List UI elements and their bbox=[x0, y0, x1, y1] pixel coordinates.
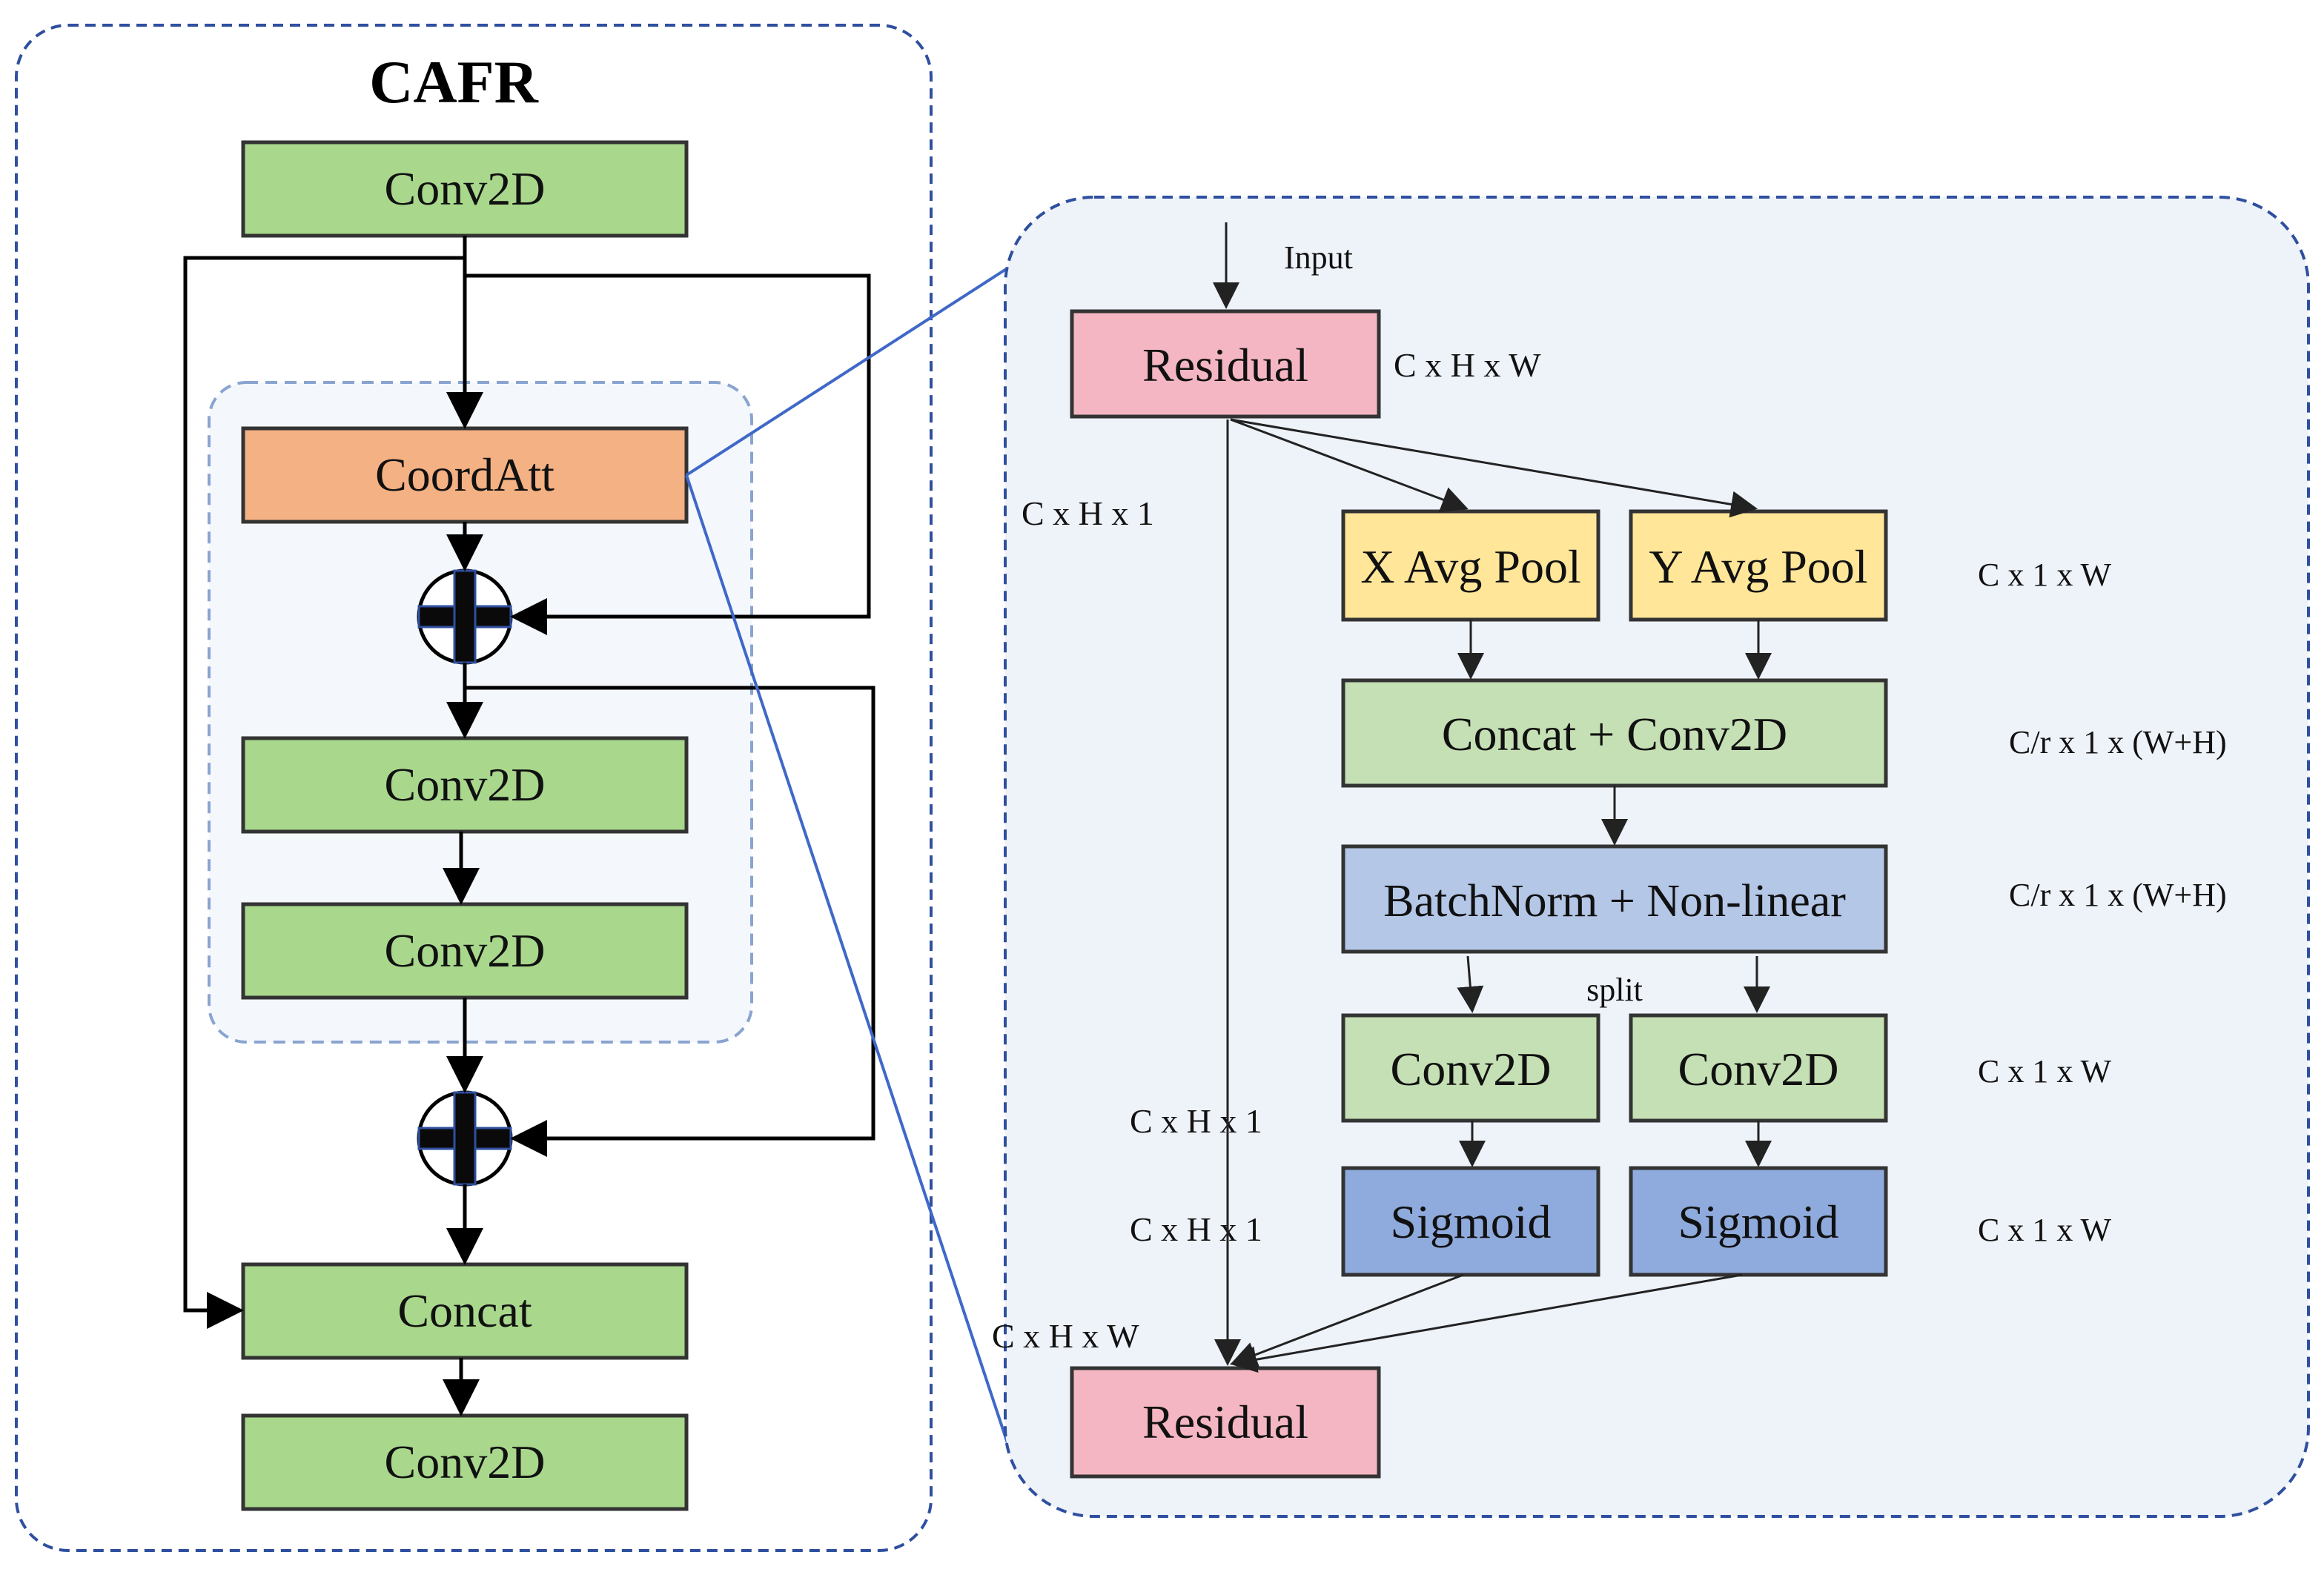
conv-left-box: Conv2D bbox=[1341, 1013, 1600, 1123]
conv-right-label: Conv2D bbox=[1678, 1043, 1839, 1095]
dim-sigmoid-right: C x 1 x W bbox=[1978, 1212, 2112, 1248]
zoom-line-bottom bbox=[685, 474, 1011, 1450]
residual-bottom-rect bbox=[1070, 1366, 1381, 1479]
coordatt-box: CoordAtt bbox=[241, 426, 689, 524]
conv2d-mid2-rect bbox=[241, 902, 689, 1000]
arrow-residual-to-xpool bbox=[1230, 418, 1469, 513]
dim-pool: C x 1 x W bbox=[1978, 557, 2112, 593]
conv-right-rect bbox=[1629, 1013, 1888, 1123]
x-avg-pool-box: X Avg Pool bbox=[1341, 509, 1600, 622]
residual-bottom-box: Residual bbox=[1070, 1366, 1381, 1479]
concat-conv-label: Concat + Conv2D bbox=[1442, 708, 1787, 760]
dim-left-side: C x H x 1 bbox=[1022, 494, 1154, 532]
conv2d-mid2-label: Conv2D bbox=[385, 924, 546, 977]
concat-conv-box: Concat + Conv2D bbox=[1341, 678, 1888, 788]
skip-to-add2 bbox=[465, 686, 875, 1157]
batchnorm-rect bbox=[1341, 844, 1888, 954]
sigmoid-right-rect bbox=[1629, 1166, 1888, 1277]
residual-top-rect bbox=[1070, 309, 1381, 419]
zoom-line-top bbox=[685, 265, 1011, 477]
sigmoid-right-box: Sigmoid bbox=[1629, 1166, 1888, 1277]
dim-residual-bottom: C x H x W bbox=[992, 1317, 1139, 1355]
conv2d-top-rect bbox=[241, 140, 689, 238]
y-avg-pool-box: Y Avg Pool bbox=[1629, 509, 1888, 622]
x-avg-pool-label: X Avg Pool bbox=[1360, 540, 1581, 593]
conv-right-box: Conv2D bbox=[1629, 1013, 1888, 1123]
input-label: Input bbox=[1284, 239, 1353, 276]
dim-conv-right: C x 1 x W bbox=[1978, 1053, 2112, 1090]
conv-left-rect bbox=[1341, 1013, 1600, 1123]
conv2d-top-label: Conv2D bbox=[385, 162, 546, 215]
dim-conv-left: C x H x 1 bbox=[1130, 1102, 1262, 1140]
dim-concat-conv: C/r x 1 x (W+H) bbox=[2009, 724, 2227, 760]
sigmoid-left-label: Sigmoid bbox=[1391, 1195, 1552, 1248]
batchnorm-label: BatchNorm + Non-linear bbox=[1383, 876, 1846, 926]
split-label: split bbox=[1586, 972, 1643, 1008]
residual-top-box: Residual bbox=[1070, 309, 1381, 419]
arrow-residual-to-ypool bbox=[1230, 418, 1758, 518]
conv2d-bottom-rect bbox=[241, 1413, 689, 1511]
add-node-2 bbox=[417, 1090, 513, 1187]
conv2d-mid1-rect bbox=[241, 736, 689, 834]
conv2d-mid1-label: Conv2D bbox=[385, 758, 546, 811]
conv2d-mid2-box: Conv2D bbox=[241, 902, 689, 1000]
arrow-sigmoid-left-to-residual bbox=[1230, 1273, 1464, 1367]
skip-to-add1 bbox=[465, 273, 871, 635]
sigmoid-left-box: Sigmoid bbox=[1341, 1166, 1600, 1277]
concat-box: Concat bbox=[241, 1262, 689, 1360]
plus-v-1 bbox=[453, 569, 477, 664]
batchnorm-box: BatchNorm + Non-linear bbox=[1341, 844, 1888, 954]
conv-left-label: Conv2D bbox=[1391, 1043, 1552, 1095]
add-node-1 bbox=[417, 568, 513, 665]
concat-rect bbox=[241, 1262, 689, 1360]
skip-to-concat bbox=[183, 256, 465, 1329]
y-avg-pool-label: Y Avg Pool bbox=[1649, 540, 1867, 593]
arrow-batchnorm-to-conv-left bbox=[1457, 955, 1484, 1013]
concat-label: Concat bbox=[397, 1284, 532, 1337]
concat-conv-rect bbox=[1341, 678, 1888, 788]
conv2d-top-box: Conv2D bbox=[241, 140, 689, 238]
conv2d-bottom-box: Conv2D bbox=[241, 1413, 689, 1511]
coordatt-label: CoordAtt bbox=[375, 448, 554, 501]
cafr-title: CAFR bbox=[369, 48, 539, 116]
conv2d-bottom-label: Conv2D bbox=[385, 1436, 546, 1488]
conv2d-mid1-box: Conv2D bbox=[241, 736, 689, 834]
residual-bottom-label: Residual bbox=[1142, 1396, 1308, 1448]
sigmoid-right-label: Sigmoid bbox=[1678, 1195, 1839, 1248]
dim-residual-top: C x H x W bbox=[1394, 346, 1541, 384]
dim-sigmoid-left: C x H x 1 bbox=[1130, 1210, 1262, 1248]
plus-v-2 bbox=[453, 1091, 477, 1186]
dim-batchnorm: C/r x 1 x (W+H) bbox=[2009, 877, 2227, 913]
sigmoid-left-rect bbox=[1341, 1166, 1600, 1277]
residual-top-label: Residual bbox=[1142, 339, 1308, 391]
arrow-sigmoid-right-to-residual bbox=[1230, 1273, 1743, 1373]
